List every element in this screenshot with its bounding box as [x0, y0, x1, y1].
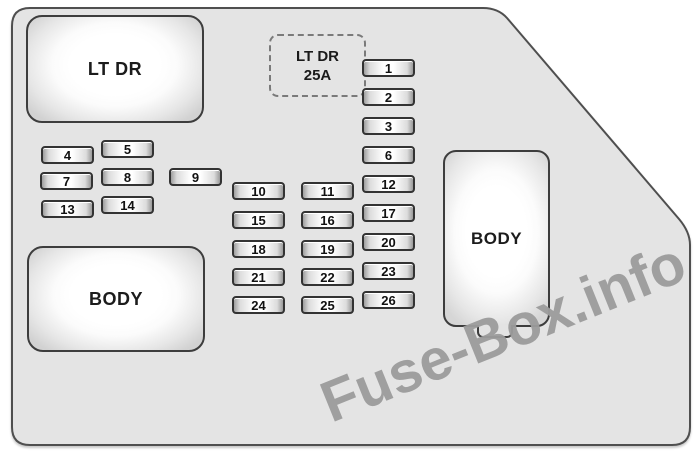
fuse-2: 2	[362, 88, 415, 106]
fuse-16: 16	[301, 211, 354, 229]
fuse-17: 17	[362, 204, 415, 222]
fuse-22: 22	[301, 268, 354, 286]
relay-body-right: BODY	[443, 150, 550, 327]
relay-lt-dr: LT DR	[26, 15, 204, 123]
relay-body-left: BODY	[27, 246, 205, 352]
fuse-26: 26	[362, 291, 415, 309]
relay-body-right-tab	[477, 325, 513, 338]
fuse-23: 23	[362, 262, 415, 280]
dashed-slot-name: LT DR	[295, 47, 340, 65]
fuse-14: 14	[101, 196, 154, 214]
fuse-3: 3	[362, 117, 415, 135]
fuse-8: 8	[101, 168, 154, 186]
fuse-21: 21	[232, 268, 285, 286]
fuse-1: 1	[362, 59, 415, 77]
fuse-19: 19	[301, 240, 354, 258]
fuse-15: 15	[232, 211, 285, 229]
fuse-13: 13	[41, 200, 94, 218]
fuse-18: 18	[232, 240, 285, 258]
fuse-24: 24	[232, 296, 285, 314]
fuse-4: 4	[41, 146, 94, 164]
fuse-7: 7	[40, 172, 93, 190]
fuse-11: 11	[301, 182, 354, 200]
fuse-20: 20	[362, 233, 415, 251]
fuse-25: 25	[301, 296, 354, 314]
fuse-5: 5	[101, 140, 154, 158]
fuse-10: 10	[232, 182, 285, 200]
fuse-12: 12	[362, 175, 415, 193]
dashed-slot-amperage: 25A	[303, 66, 332, 84]
fuse-6: 6	[362, 146, 415, 164]
fuse-9: 9	[169, 168, 222, 186]
dashed-slot-lt-dr: LT DR 25A	[269, 34, 366, 97]
